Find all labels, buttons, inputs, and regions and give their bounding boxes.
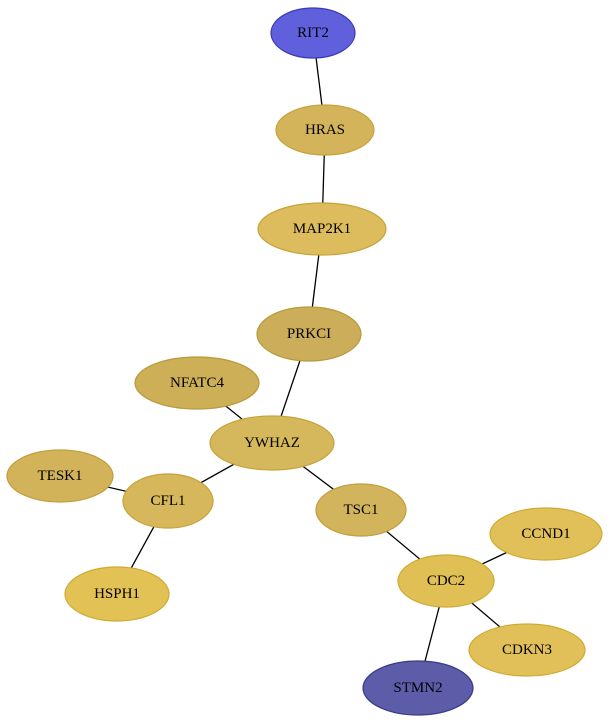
node-cfl1[interactable]: CFL1 [122,473,214,529]
node-label-stmn2: STMN2 [393,680,442,696]
node-label-tsc1: TSC1 [343,502,378,518]
node-stmn2[interactable]: STMN2 [362,660,474,716]
node-shape-ywhaz [209,415,335,471]
node-label-cdc2: CDC2 [427,573,465,589]
node-tesk1[interactable]: TESK1 [6,449,114,503]
node-label-map2k1: MAP2K1 [293,221,351,237]
node-shape-rit2 [270,7,356,59]
node-label-rit2: RIT2 [297,25,329,41]
node-label-hras: HRAS [305,122,345,138]
node-shape-tsc1 [315,483,407,537]
node-cdc2[interactable]: CDC2 [397,554,495,608]
node-shape-map2k1 [257,202,387,256]
node-shape-nfatc4 [134,356,260,410]
node-label-cfl1: CFL1 [150,493,185,509]
node-map2k1[interactable]: MAP2K1 [257,202,387,256]
node-shape-prkci [256,306,362,362]
node-label-hsph1: HSPH1 [94,586,140,602]
node-label-cdkn3: CDKN3 [502,642,552,658]
node-label-ywhaz: YWHAZ [244,435,300,451]
node-cdkn3[interactable]: CDKN3 [468,623,586,677]
node-shape-cdkn3 [468,623,586,677]
node-rit2[interactable]: RIT2 [270,7,356,59]
node-prkci[interactable]: PRKCI [256,306,362,362]
node-tsc1[interactable]: TSC1 [315,483,407,537]
node-shape-cdc2 [397,554,495,608]
node-label-ccnd1: CCND1 [521,526,570,542]
node-shape-cfl1 [122,473,214,529]
node-ywhaz[interactable]: YWHAZ [209,415,335,471]
node-label-prkci: PRKCI [287,326,331,342]
node-shape-ccnd1 [489,507,603,561]
node-shape-tesk1 [6,449,114,503]
node-label-nfatc4: NFATC4 [170,375,224,391]
node-label-tesk1: TESK1 [38,468,83,484]
node-hsph1[interactable]: HSPH1 [64,566,170,622]
node-nfatc4[interactable]: NFATC4 [134,356,260,410]
node-shape-hras [275,104,375,156]
node-ccnd1[interactable]: CCND1 [489,507,603,561]
node-shape-hsph1 [64,566,170,622]
node-hras[interactable]: HRAS [275,104,375,156]
node-shape-stmn2 [362,660,474,716]
